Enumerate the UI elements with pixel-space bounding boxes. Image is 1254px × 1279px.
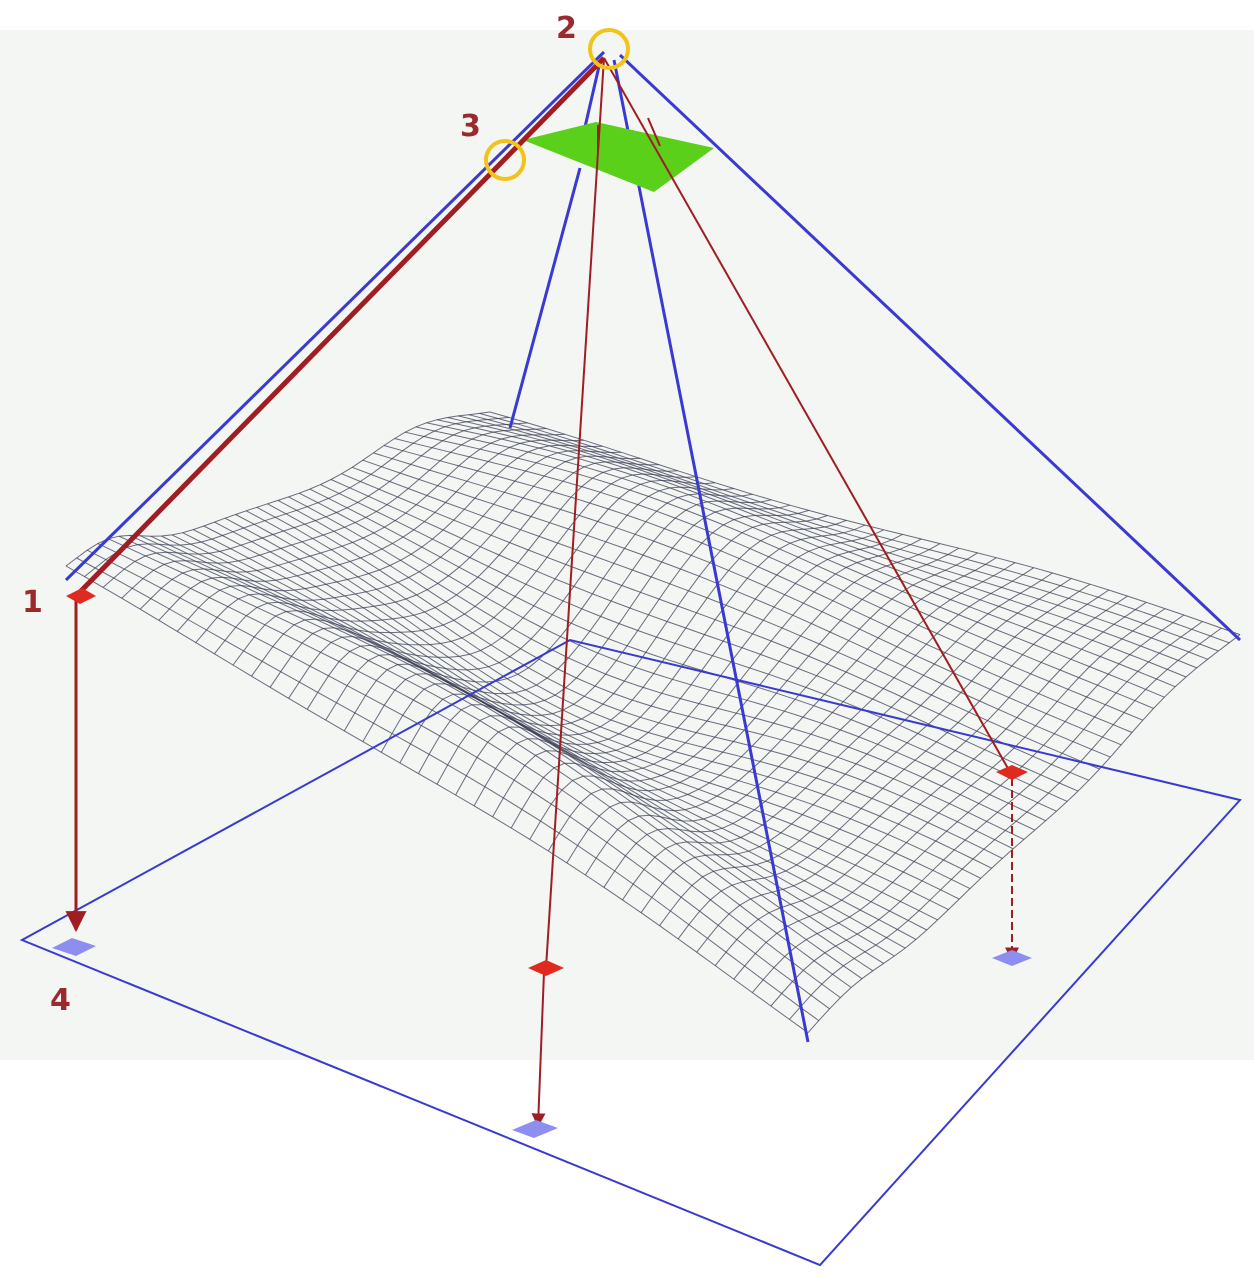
mesh-line-u	[320, 484, 1068, 802]
mesh-line-u	[298, 492, 1046, 822]
label-corner-3: 3	[460, 109, 481, 144]
ground-marker-center	[512, 1120, 558, 1138]
mesh-line-u	[383, 445, 1133, 733]
mesh-line-v	[603, 567, 1035, 888]
mesh-line-v	[622, 572, 1053, 901]
mesh-line-u	[447, 417, 1197, 669]
mesh-line-u	[468, 414, 1219, 652]
mesh-line-v	[789, 627, 1222, 1020]
mesh-line-v	[733, 608, 1166, 980]
ground-markers	[52, 938, 1032, 1138]
mesh-line-v	[455, 529, 885, 796]
mesh-line-v	[492, 538, 922, 818]
mesh-line-v	[584, 562, 1016, 876]
mesh-line-u	[352, 466, 1100, 770]
label-camera-2: 2	[556, 11, 577, 46]
image-corner-highlight	[484, 139, 526, 181]
ray-mark-b	[647, 117, 661, 147]
mesh-line-u	[415, 426, 1165, 698]
frustum-line-right	[618, 53, 1242, 642]
mesh-line-u	[436, 419, 1187, 678]
label-ground-4: 4	[50, 983, 71, 1018]
mesh-line-u	[309, 488, 1057, 812]
highlight-circles	[484, 28, 630, 181]
mesh-line-v	[807, 634, 1241, 1034]
image-plane	[523, 122, 714, 192]
mesh-line-v	[714, 601, 1147, 966]
mesh-line-v	[510, 543, 941, 829]
mesh-line-v	[677, 589, 1110, 940]
mesh-line-u	[341, 473, 1089, 781]
frustum-line-left	[64, 50, 606, 582]
ray-to-point-1	[74, 56, 606, 598]
mesh-line-v	[529, 547, 960, 840]
surface-marker-center	[528, 960, 564, 976]
label-point-1: 1	[22, 585, 43, 620]
mesh-line-v	[659, 583, 1091, 926]
mesh-line-u	[458, 415, 1208, 660]
mesh-line-u	[288, 496, 1036, 831]
frustum-line-back	[508, 167, 582, 429]
mesh-line-v	[566, 557, 997, 864]
vertical-drop-arrows	[65, 600, 1019, 1128]
mesh-line-u	[330, 479, 1079, 792]
ray-to-center-point	[545, 57, 605, 969]
ground-marker-right	[992, 950, 1032, 966]
mesh-line-u	[489, 411, 1241, 636]
terrain-mesh-surface	[65, 411, 1241, 1034]
mesh-line-v	[473, 533, 903, 807]
surface-marker-1	[66, 588, 96, 604]
mesh-line-u	[405, 431, 1154, 709]
mesh-line-u	[479, 412, 1230, 644]
surface-marker-right	[996, 765, 1028, 780]
mesh-line-v	[436, 524, 866, 785]
ray-to-right-point	[603, 57, 1011, 773]
camera-center-highlight	[588, 28, 630, 70]
camera-frustum-lines	[64, 50, 1242, 1043]
mesh-line-u	[362, 459, 1111, 758]
ground-marker-4	[52, 938, 96, 956]
ground-plane-outline	[19, 638, 1242, 1267]
mesh-line-v	[696, 595, 1128, 953]
projection-rays	[74, 56, 1011, 969]
mesh-line-u	[426, 422, 1176, 688]
surface-markers	[66, 588, 1028, 976]
mesh-line-v	[770, 621, 1203, 1007]
mesh-line-v	[752, 614, 1185, 993]
mesh-line-u	[373, 452, 1122, 746]
drop-arrow-center	[531, 971, 546, 1128]
frustum-line-front	[612, 59, 810, 1043]
mesh-line-u	[394, 438, 1143, 721]
mesh-line-v	[640, 578, 1072, 913]
